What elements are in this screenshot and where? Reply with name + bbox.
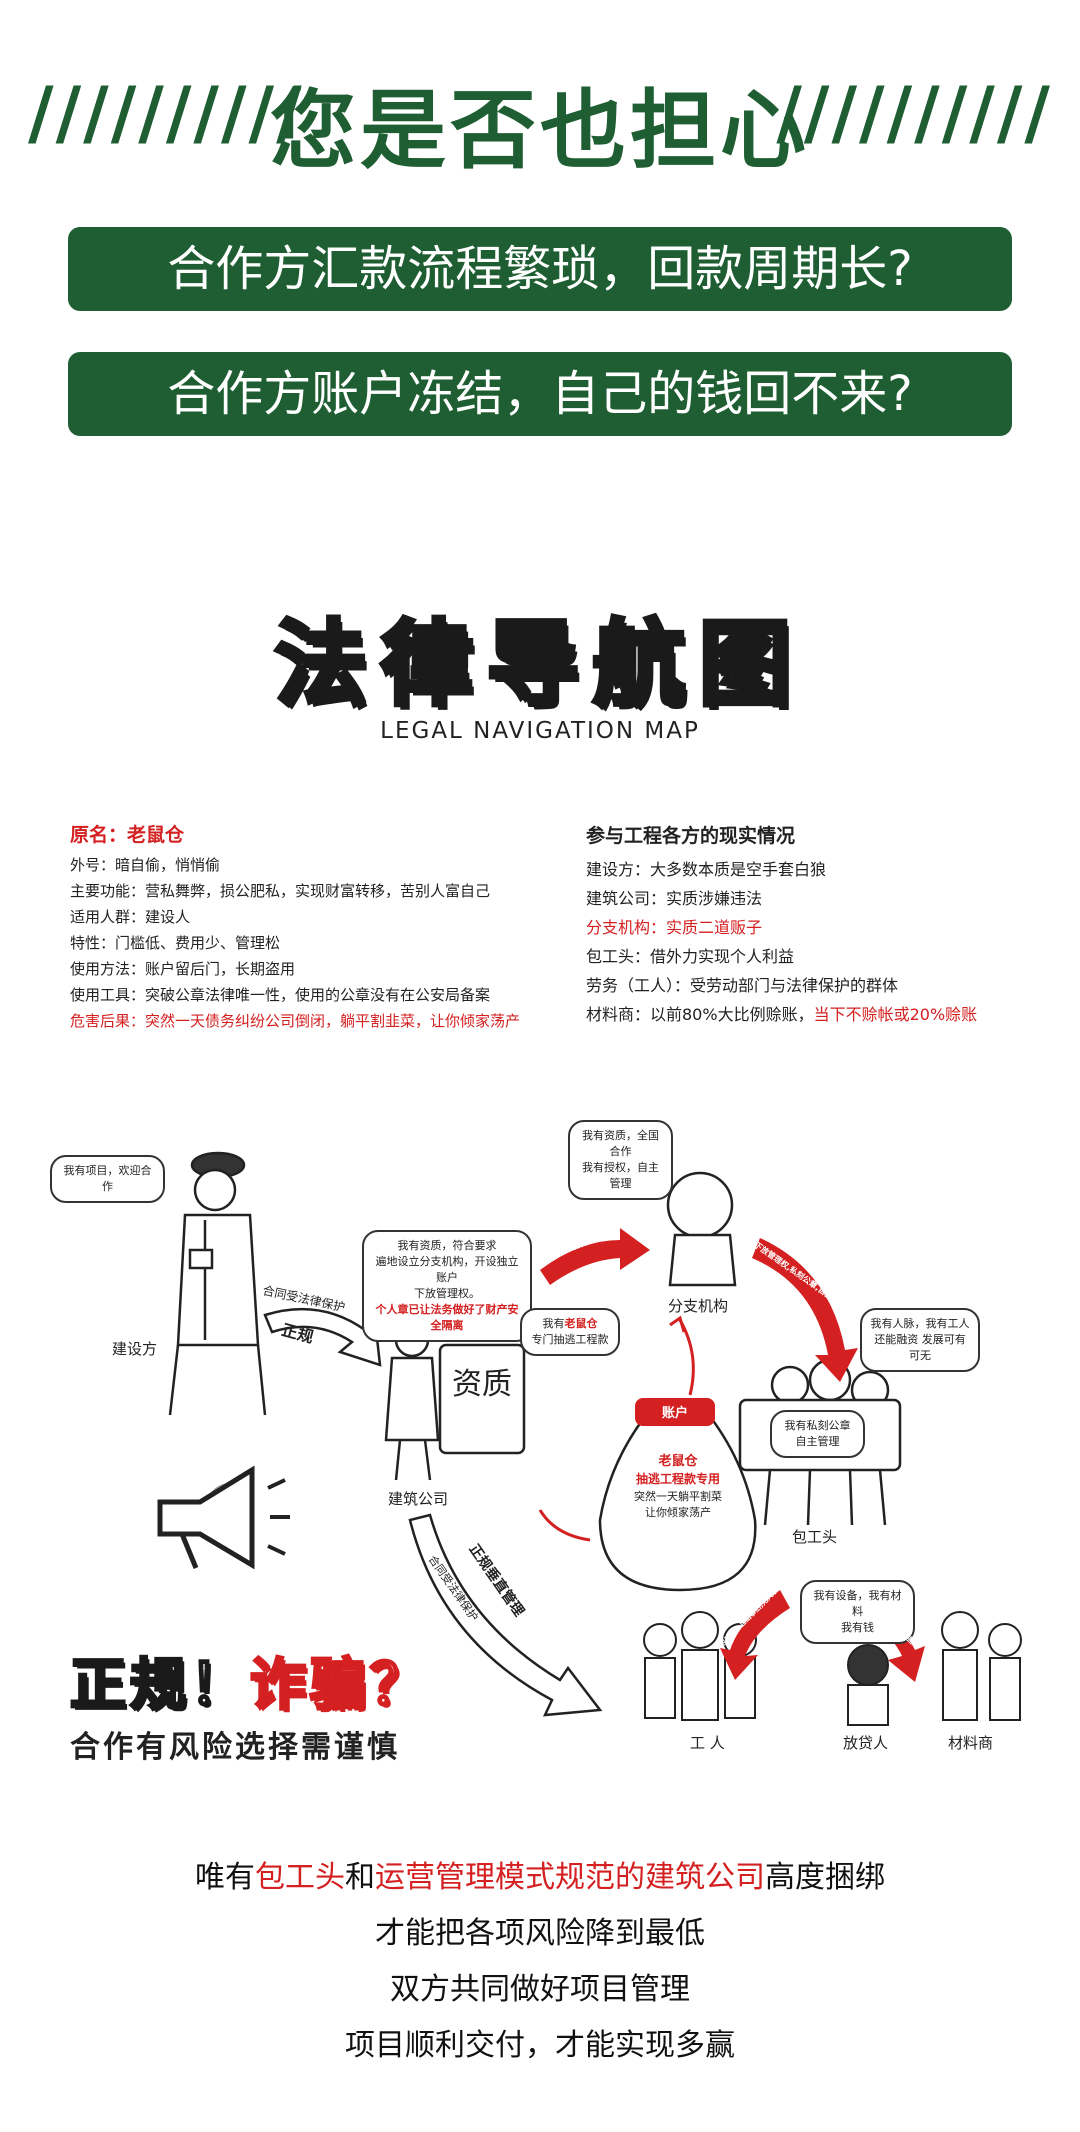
company-label: 建筑公司 bbox=[388, 1490, 449, 1508]
lender-supplier-figures bbox=[847, 1611, 1022, 1726]
info-line: 外号：暗自偷，悄悄偷 bbox=[70, 856, 221, 874]
rat-speech-bubble: 我有老鼠仓 专门抽逃工程款 bbox=[520, 1308, 620, 1356]
concern-banner-2: 合作方账户冻结，自己的钱回不来? bbox=[68, 352, 1012, 436]
conclusion-text: 唯有包工头和运营管理模式规范的建筑公司高度捆绑 才能把各项风险降到最低 双方共同… bbox=[0, 1850, 1080, 2074]
branch-label: 分支机构 bbox=[668, 1297, 729, 1315]
info-line: 特性：门槛低、费用少、管理松 bbox=[70, 934, 281, 952]
header: ////////// 您是否也担心 ////////// bbox=[0, 60, 1080, 181]
slogan-title: 正规！诈骗？ bbox=[69, 1652, 430, 1720]
rat-warehouse-info: 原名：老鼠仓 外号：暗自偷，悄悄偷 主要功能：营私舞弊，损公肥私，实现财富转移，… bbox=[70, 822, 570, 1034]
lender-label: 放贷人 bbox=[843, 1734, 889, 1752]
info-line: 建筑公司：实质涉嫌违法 bbox=[586, 889, 763, 908]
owner-figure bbox=[168, 1151, 267, 1416]
foreman-speech-bubble: 我有人脉，我有工人 还能融资 发展可有可无 bbox=[860, 1308, 980, 1372]
megaphone-icon bbox=[157, 1465, 290, 1570]
worker-label: 工 人 bbox=[690, 1734, 725, 1752]
conclusion-line-4: 项目顺利交付，才能实现多赢 bbox=[345, 2028, 735, 2063]
info-line: 材料商：以前80%大比例赊账，当下不赊帐或20%赊账 bbox=[586, 1005, 978, 1024]
bag-name: 老鼠仓 bbox=[658, 1454, 698, 1469]
qualification-sign: 资质 bbox=[452, 1367, 512, 1402]
thin-red-arrows bbox=[538, 1315, 695, 1542]
bag-line: 突然一天躺平割菜 bbox=[634, 1490, 722, 1503]
bag-line: 抽逃工程款专用 bbox=[635, 1472, 720, 1486]
foreman-label: 包工头 bbox=[792, 1528, 838, 1546]
info-line: 使用方法：账户留后门，长期盗用 bbox=[70, 960, 296, 978]
owner-label: 建设方 bbox=[112, 1340, 158, 1358]
rat-warehouse-bag bbox=[598, 1398, 757, 1592]
legal-map-subtitle: LEGAL NAVIGATION MAP bbox=[380, 718, 700, 744]
slash-decoration-left: ////////// bbox=[28, 72, 304, 154]
branch-figure bbox=[666, 1171, 737, 1287]
info-line: 劳务（工人）：受劳动部门与法律保护的群体 bbox=[586, 976, 899, 995]
info-heading: 参与工程各方的现实情况 bbox=[586, 825, 796, 847]
danger-line: 危害后果：突然一天债务纠纷公司倒闭，躺平割韭菜，让你倾家荡产 bbox=[70, 1012, 521, 1030]
seal-speech-bubble: 我有私刻公章 自主管理 bbox=[770, 1410, 865, 1458]
info-line: 适用人群：建设人 bbox=[70, 908, 191, 926]
slogan-subtitle: 合作有风险选择需谨慎 bbox=[70, 1730, 400, 1765]
info-line: 使用工具：突破公章法律唯一性，使用的公章没有在公安局备案 bbox=[70, 986, 491, 1004]
conclusion-line-1: 唯有包工头和运营管理模式规范的建筑公司高度捆绑 bbox=[195, 1860, 885, 1895]
info-line: 分支机构：实质二道贩子 bbox=[586, 918, 763, 937]
bag-line: 让你倾家荡产 bbox=[645, 1506, 711, 1519]
contract-arrow-top bbox=[263, 1307, 382, 1367]
legal-map-title: 法律导航图 bbox=[272, 609, 805, 721]
owner-speech-bubble: 我有项目，欢迎合作 bbox=[50, 1155, 165, 1203]
bag-tag: 账户 bbox=[661, 1406, 688, 1421]
equipment-speech-bubble: 我有设备，我有材料 我有钱 bbox=[800, 1580, 915, 1644]
page-title: 您是否也担心 bbox=[270, 81, 810, 181]
vertical-management-arrow bbox=[408, 1513, 603, 1717]
relationship-diagram: 建设方 建筑公司 分支机构 包工头 工 人 放贷人 材料商 我有项目，欢迎合作 … bbox=[0, 1120, 1080, 1800]
conclusion-line-2: 才能把各项风险降到最低 bbox=[375, 1916, 705, 1951]
company-speech-bubble: 我有资质，符合要求 遍地设立分支机构，开设独立账户 下放管理权。 个人章已让法务… bbox=[362, 1230, 532, 1342]
info-line: 包工头：借外力实现个人利益 bbox=[586, 947, 795, 966]
branch-speech-bubble: 我有资质，全国合作 我有授权，自主管理 bbox=[568, 1120, 673, 1200]
info-line: 主要功能：营私舞弊，损公肥私，实现财富转移，苦别人富自己 bbox=[70, 882, 491, 900]
info-heading: 原名：老鼠仓 bbox=[70, 824, 185, 846]
concern-banner-1: 合作方汇款流程繁琐，回款周期长? bbox=[68, 227, 1012, 311]
slash-decoration-right: ////////// bbox=[776, 72, 1052, 154]
conclusion-line-3: 双方共同做好项目管理 bbox=[390, 1972, 690, 2007]
parties-situation-info: 参与工程各方的现实情况 建设方：大多数本质是空手套白狼 建筑公司：实质涉嫌违法 … bbox=[586, 822, 1056, 1029]
supplier-label: 材料商 bbox=[948, 1734, 994, 1752]
info-line: 建设方：大多数本质是空手套白狼 bbox=[586, 860, 827, 879]
